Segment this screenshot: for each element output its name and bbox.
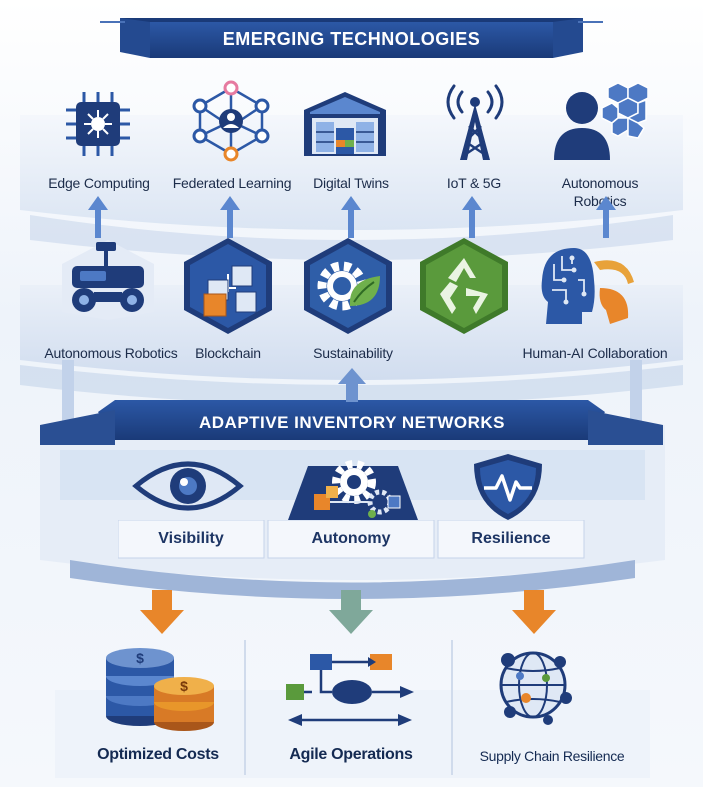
- enabler-label-human-ai-collaboration: Human-AI Collaboration: [522, 345, 668, 361]
- gears-flow-icon: [288, 460, 418, 520]
- tech-label-federated-learning: Federated Learning: [172, 175, 292, 191]
- outcome-label-optimized-costs: Optimized Costs: [97, 746, 219, 763]
- antenna-tower-icon: [446, 84, 504, 160]
- upward-arrows: [88, 196, 616, 238]
- tech-label-iot-5g: IoT & 5G: [446, 175, 502, 191]
- center-up-arrow: [338, 368, 366, 402]
- pillar-label-autonomy: Autonomy: [311, 530, 391, 547]
- chip-icon: [66, 92, 130, 156]
- section-title: ADAPTIVE INVENTORY NETWORKS: [199, 413, 505, 432]
- globe-network-icon: [499, 651, 572, 725]
- eye-icon: [132, 461, 244, 511]
- page-title: EMERGING TECHNOLOGIES: [222, 29, 481, 49]
- tech-label-digital-twins: Digital Twins: [313, 175, 389, 191]
- down-arrows: [140, 590, 556, 634]
- coins-icon: $ $: [106, 648, 214, 731]
- workflow-icon: [286, 654, 414, 726]
- enabler-label-autonomous-robotics: Autonomous Robotics: [44, 345, 178, 361]
- tech-label-autonomous-robotics: Autonomous Robotics: [561, 175, 639, 209]
- enabler-label-sustainability: Sustainability: [313, 345, 393, 361]
- outcome-label-agile-operations: Agile Operations: [289, 746, 413, 763]
- pillar-label-visibility: Visibility: [158, 530, 224, 547]
- human-ai-head-icon: [554, 82, 648, 160]
- recycle-icon: [420, 238, 508, 334]
- network-nodes-icon: [192, 80, 270, 162]
- shield-pulse-icon: [474, 454, 542, 520]
- svg-text:$: $: [136, 650, 144, 666]
- pillar-label-resilience: Resilience: [471, 530, 551, 547]
- pillar-boxes: [118, 520, 585, 559]
- warehouse-icon: [304, 92, 386, 156]
- svg-text:$: $: [180, 678, 188, 694]
- enabler-label-blockchain: Blockchain: [195, 345, 261, 361]
- blockchain-cubes-icon: [184, 238, 272, 334]
- robot-vehicle-icon: [62, 240, 154, 320]
- circuit-head-icon: [541, 248, 634, 324]
- gear-leaf-icon: [304, 238, 392, 334]
- tech-label-edge-computing: Edge Computing: [48, 175, 150, 191]
- outcome-label-supply-chain-resilience: Supply Chain Resilience: [479, 748, 625, 764]
